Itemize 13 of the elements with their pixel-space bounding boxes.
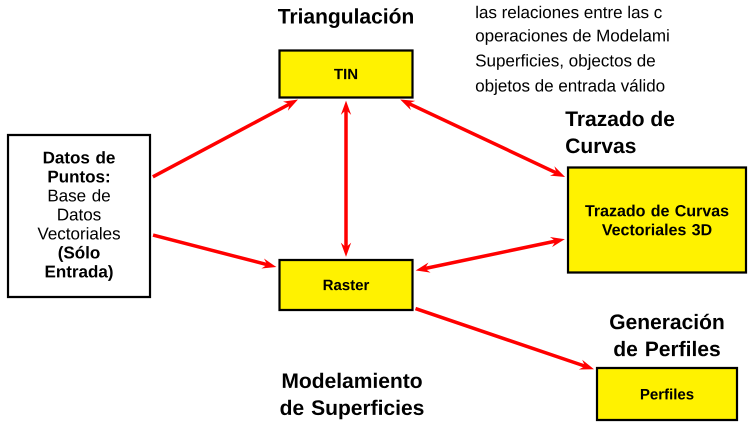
note-text: objetos de entrada válido <box>476 78 664 96</box>
box-heading: Modelamiento de Superficies <box>280 372 424 420</box>
box-heading: Generación de Perfiles <box>610 314 724 356</box>
note-text: las relaciones entre las c <box>476 6 662 18</box>
box-heading: Triangulación <box>278 8 413 28</box>
note-text: operaciones de Modelami <box>476 29 669 45</box>
box-heading: Trazado de Curvas <box>565 110 674 154</box>
input-box: Datos de Puntos: Base de Datos Vectoriales (Sólo Entrada) <box>6 134 152 298</box>
note-text: Superficies, objectos de <box>476 54 655 70</box>
process-box: TIN <box>278 49 414 99</box>
process-box: Raster <box>278 258 414 312</box>
process-box: Perfiles <box>596 366 738 422</box>
process-box: Trazado de Curvas Vectoriales 3D <box>566 166 748 274</box>
